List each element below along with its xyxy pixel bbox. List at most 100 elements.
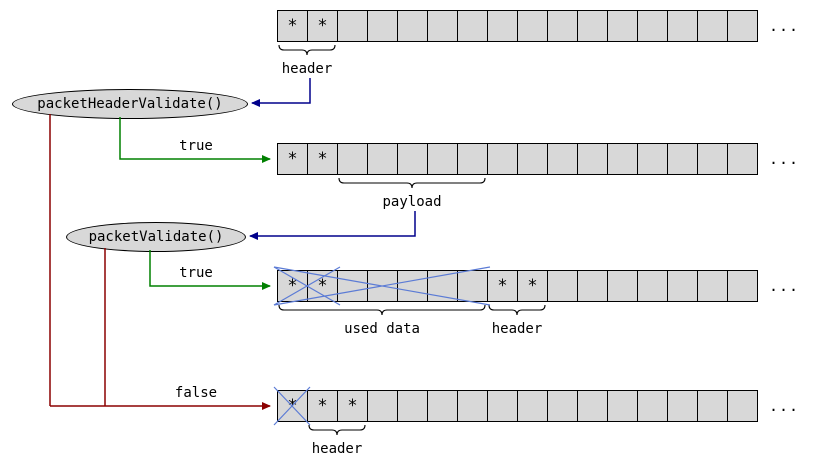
byte-cell [667, 143, 698, 175]
false-arrow-label: false [174, 385, 218, 401]
byte-cell: * [277, 143, 308, 175]
byte-cell: * [307, 390, 338, 422]
byte-cell [457, 143, 488, 175]
star-mark: * [317, 16, 328, 36]
byte-cell [727, 390, 758, 422]
byte-cell [607, 270, 638, 302]
byte-cell: * [307, 10, 338, 42]
byte-cell: * [517, 270, 548, 302]
packet-validate-label: packetValidate() [88, 229, 224, 245]
next-header-label: header [491, 321, 543, 337]
used-data-label: used data [344, 321, 420, 337]
star-mark: * [317, 276, 328, 296]
byte-cell [607, 143, 638, 175]
byte-cell [697, 390, 728, 422]
byte-cell [727, 270, 758, 302]
byte-cell [337, 143, 368, 175]
packet-row-validated-packet: * * * * [277, 270, 758, 302]
byte-cell [367, 390, 398, 422]
byte-cell [667, 270, 698, 302]
byte-cell [337, 10, 368, 42]
byte-cell [367, 10, 398, 42]
byte-cell [397, 390, 428, 422]
byte-cell [457, 390, 488, 422]
byte-cell [517, 10, 548, 42]
byte-cell: * [337, 390, 368, 422]
packet-header-validate-true-arrow-label: true [179, 138, 213, 154]
byte-cell [427, 10, 458, 42]
byte-cell [607, 10, 638, 42]
byte-cell [547, 390, 578, 422]
byte-cell [697, 270, 728, 302]
star-mark: * [527, 276, 538, 296]
byte-cell: * [307, 270, 338, 302]
byte-cell [517, 143, 548, 175]
payload-label: payload [382, 194, 442, 210]
byte-cell [427, 143, 458, 175]
byte-cell [637, 390, 668, 422]
star-mark: * [287, 396, 298, 416]
byte-cell [397, 270, 428, 302]
byte-cell [697, 10, 728, 42]
star-mark: * [347, 396, 358, 416]
resync-header-brace [308, 424, 366, 436]
byte-cell [487, 390, 518, 422]
star-mark: * [317, 396, 328, 416]
packet-header-validate-node: packetHeaderValidate() [12, 89, 248, 119]
byte-cell: * [277, 10, 308, 42]
packet-validate-node: packetValidate() [66, 222, 246, 252]
byte-cell: * [277, 270, 308, 302]
byte-cell [637, 270, 668, 302]
byte-cell [667, 390, 698, 422]
header-to-packet-header-validate-arrow [251, 78, 311, 107]
packet-validate-true-arrow-label: true [179, 265, 213, 281]
byte-cell [547, 10, 578, 42]
packet-row-validated-header-ellipsis: ... [768, 150, 800, 168]
packet-row-initial-ellipsis: ... [768, 17, 800, 35]
byte-cell [727, 143, 758, 175]
byte-cell: * [487, 270, 518, 302]
packet-row-validated-packet-ellipsis: ... [768, 277, 800, 295]
packet-row-failed: * * * [277, 390, 758, 422]
byte-cell [397, 143, 428, 175]
payload-to-packet-validate-arrow [249, 211, 416, 240]
byte-cell [547, 270, 578, 302]
payload-brace [338, 177, 486, 189]
byte-cell [337, 270, 368, 302]
star-mark: * [287, 16, 298, 36]
packet-header-validate-label: packetHeaderValidate() [37, 96, 223, 112]
initial-header-label: header [281, 61, 333, 77]
byte-cell [577, 390, 608, 422]
byte-cell [697, 143, 728, 175]
byte-cell [367, 143, 398, 175]
byte-cell [487, 143, 518, 175]
byte-cell: * [277, 390, 308, 422]
byte-cell [457, 270, 488, 302]
packet-row-initial: ** [277, 10, 758, 42]
byte-cell [427, 270, 458, 302]
byte-cell [637, 143, 668, 175]
byte-cell [637, 10, 668, 42]
byte-cell [517, 390, 548, 422]
byte-cell [427, 390, 458, 422]
used-data-brace [278, 304, 486, 316]
byte-cell [577, 270, 608, 302]
byte-cell: * [307, 143, 338, 175]
star-mark: * [287, 276, 298, 296]
packet-row-failed-ellipsis: ... [768, 397, 800, 415]
byte-cell [367, 270, 398, 302]
star-mark: * [287, 149, 298, 169]
resync-header-label: header [311, 441, 363, 457]
byte-cell [397, 10, 428, 42]
star-mark: * [497, 276, 508, 296]
packet-row-validated-header: ** [277, 143, 758, 175]
byte-cell [457, 10, 488, 42]
byte-cell [577, 10, 608, 42]
byte-cell [487, 10, 518, 42]
byte-cell [577, 143, 608, 175]
byte-cell [547, 143, 578, 175]
next-header-brace [488, 304, 546, 316]
star-mark: * [317, 149, 328, 169]
initial-header-brace [278, 44, 336, 56]
